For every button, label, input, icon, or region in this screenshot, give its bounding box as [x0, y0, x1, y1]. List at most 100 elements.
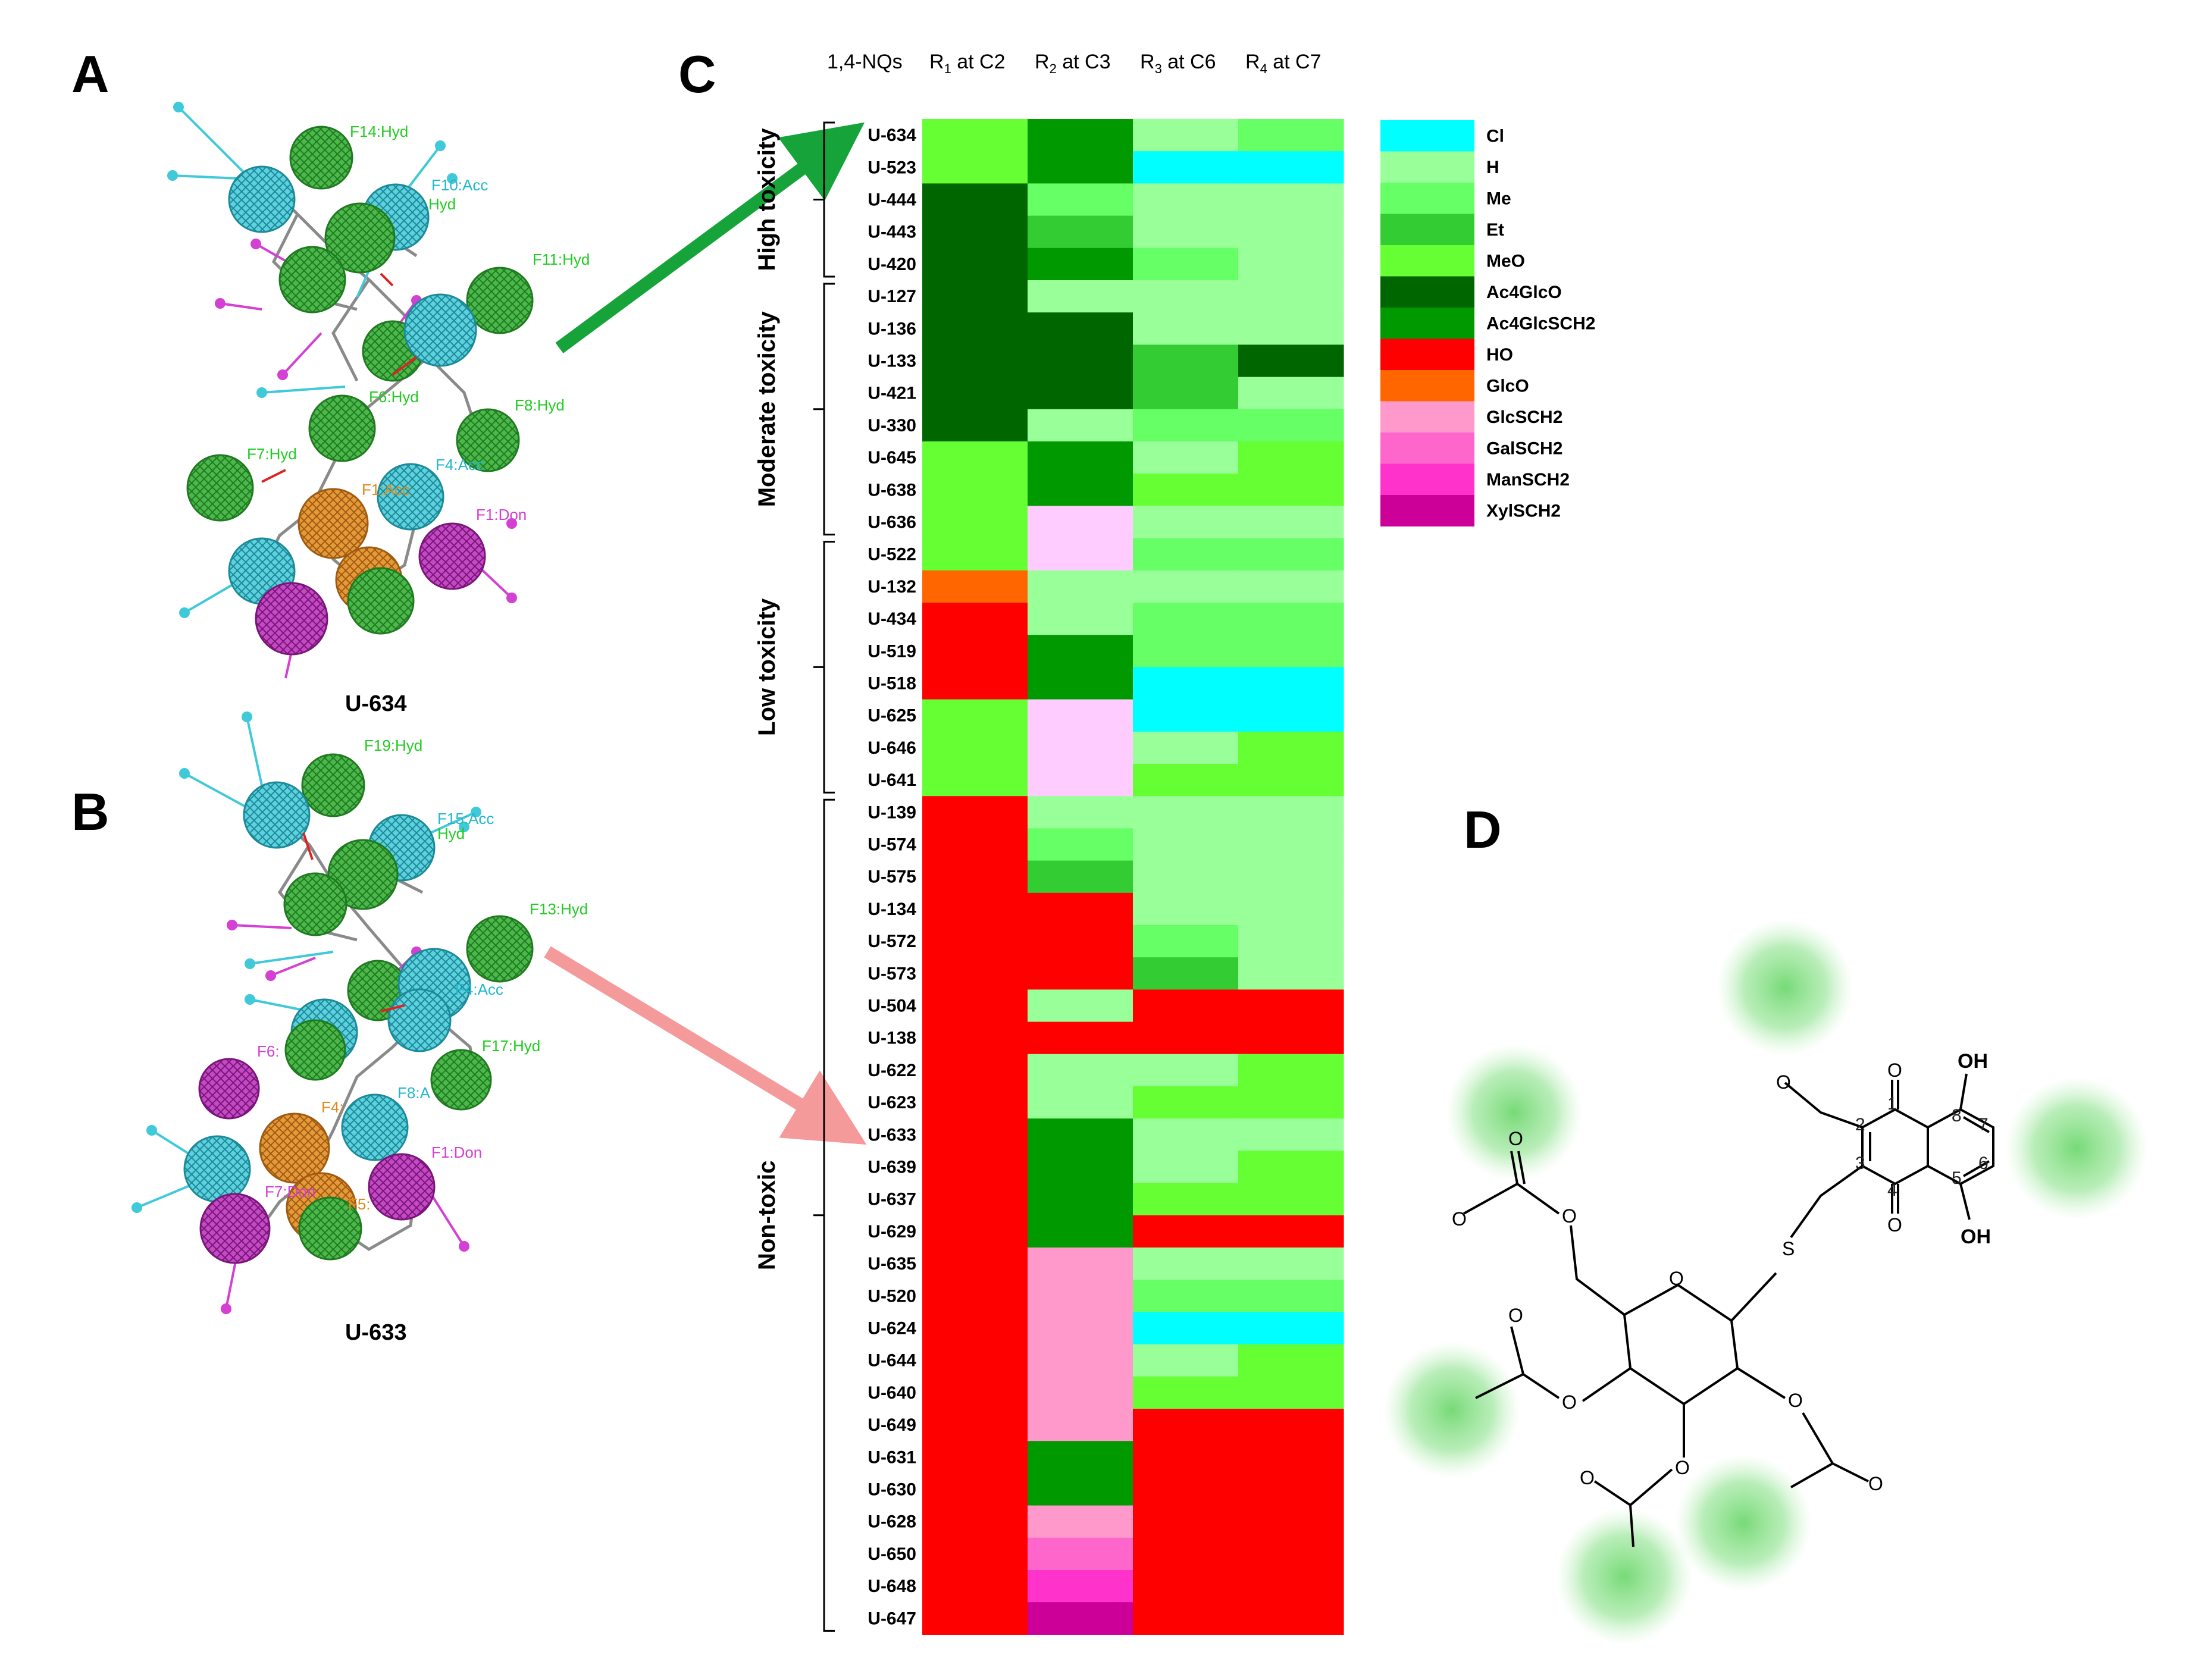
heatmap-cell	[922, 1376, 1028, 1409]
heatmap-cell	[1133, 764, 1239, 797]
row-label: U-635	[868, 1254, 916, 1274]
heatmap-cell	[1238, 409, 1344, 442]
feature-blob	[1717, 919, 1853, 1056]
legend-swatch	[1380, 214, 1474, 246]
heatmap-cell	[1238, 957, 1344, 990]
row-label: U-646	[868, 738, 916, 758]
heatmap-cell	[1133, 957, 1239, 990]
row-label: U-138	[868, 1029, 916, 1048]
heatmap-cell	[922, 474, 1028, 506]
legend-label: MeO	[1486, 251, 1525, 271]
heatmap-cell	[1238, 1183, 1344, 1216]
legend-swatch	[1380, 495, 1474, 526]
heatmap-cell	[1028, 538, 1133, 571]
feature-label-b-6: F17:Hyd	[482, 1037, 540, 1055]
row-label: U-575	[868, 867, 916, 887]
heatmap-cell	[1028, 1537, 1133, 1571]
panel-label-a: A	[71, 45, 109, 104]
legend-label: HO	[1486, 345, 1513, 365]
heatmap-cell	[922, 989, 1028, 1023]
row-label: U-522	[868, 545, 916, 565]
atom-sulfur: S	[1782, 1238, 1795, 1259]
heatmap-cell	[1238, 377, 1344, 410]
legend-swatch	[1380, 401, 1474, 433]
heatmap-cell	[922, 731, 1028, 764]
heatmap-cell	[1238, 215, 1344, 249]
row-label: U-520	[868, 1286, 916, 1306]
chemical-structure-d: OH OH O O S O O O O O O O O O O O 1 2 3 …	[1383, 919, 2148, 1645]
heatmap-cell	[1238, 860, 1344, 894]
ring-number-7: 7	[1978, 1115, 1989, 1134]
group-bracket	[813, 283, 835, 536]
legend-label: GalSCH2	[1486, 438, 1562, 458]
atom-carbonyl-top: O	[1887, 1060, 1902, 1081]
legend-swatch	[1380, 308, 1474, 339]
atom-ester-o: O	[1788, 1390, 1803, 1411]
heatmap-cell	[1133, 1183, 1239, 1216]
row-label: U-644	[868, 1351, 916, 1371]
heatmap-cell	[1238, 989, 1344, 1023]
heatmap-cell	[1028, 1054, 1133, 1087]
heatmap-cell	[1028, 280, 1133, 313]
heatmap-cell	[1028, 1473, 1133, 1506]
heatmap-cell	[922, 183, 1028, 217]
heatmap-cell	[1133, 635, 1239, 667]
heatmap-cell	[1028, 925, 1133, 958]
atom-acetyl-o: O	[1580, 1467, 1595, 1488]
legend-swatch	[1380, 463, 1474, 496]
feature-label-a-3: Hyd	[428, 195, 456, 213]
heatmap-cell	[1028, 506, 1133, 539]
atom-ring-oxygen: O	[1669, 1268, 1684, 1289]
row-label: U-630	[868, 1480, 916, 1500]
heatmap-cell	[1238, 892, 1344, 926]
heatmap-cell	[922, 1248, 1028, 1280]
panel-label-c: C	[678, 45, 716, 104]
feature-label-b-12: F7:Don	[265, 1183, 315, 1201]
legend-swatch	[1380, 276, 1474, 308]
feature-label-a-5: F6:Hyd	[369, 388, 419, 406]
heatmap-cell	[922, 1021, 1028, 1055]
heatmap-cell	[1028, 474, 1133, 506]
heatmap-cell	[1133, 1505, 1239, 1538]
row-label: U-420	[868, 255, 916, 274]
heatmap-cell	[922, 1602, 1028, 1635]
group-bracket	[813, 541, 835, 794]
atom-ester-o: O	[1562, 1391, 1577, 1413]
ring-number-3: 3	[1855, 1154, 1865, 1173]
heatmap-cell	[1028, 1118, 1133, 1151]
atom-acetyl-o: O	[1452, 1208, 1467, 1230]
heatmap-cell	[1028, 828, 1133, 861]
heatmap-cell	[1028, 1441, 1133, 1474]
heatmap-cell	[1028, 1570, 1133, 1603]
heatmap-cell	[1133, 796, 1239, 829]
heatmap-cell	[1133, 1537, 1239, 1571]
heatmap-cell	[1238, 183, 1344, 217]
row-label: U-634	[868, 126, 916, 145]
legend-label: Cl	[1486, 126, 1504, 146]
heatmap-cell	[1238, 1344, 1344, 1377]
heatmap-cell	[1238, 1280, 1344, 1312]
row-label: U-519	[868, 641, 916, 661]
heatmap-cell	[922, 441, 1028, 474]
atom-carbonyl-bottom: O	[1887, 1214, 1902, 1236]
row-label: U-573	[868, 964, 916, 983]
heatmap-cell	[1028, 1086, 1133, 1119]
heatmap-cell	[922, 409, 1028, 442]
heatmap-cell	[1238, 731, 1344, 764]
row-label: U-629	[868, 1222, 916, 1242]
heatmap-cell	[1028, 667, 1133, 700]
heatmap-cell	[922, 570, 1028, 603]
heatmap-cell	[922, 377, 1028, 410]
row-label: U-133	[868, 352, 916, 371]
heatmap-cell	[1238, 667, 1344, 700]
heatmap-cell	[1133, 1054, 1239, 1087]
heatmap-cell	[1028, 1505, 1133, 1538]
heatmap-cell	[922, 957, 1028, 990]
heatmap-cell	[1238, 1086, 1344, 1119]
heatmap-cell	[1133, 247, 1239, 281]
heatmap-cell	[1028, 635, 1133, 667]
molecule-label-b: U-633	[345, 1320, 407, 1345]
legend-label: Ac4GlcO	[1486, 283, 1562, 302]
